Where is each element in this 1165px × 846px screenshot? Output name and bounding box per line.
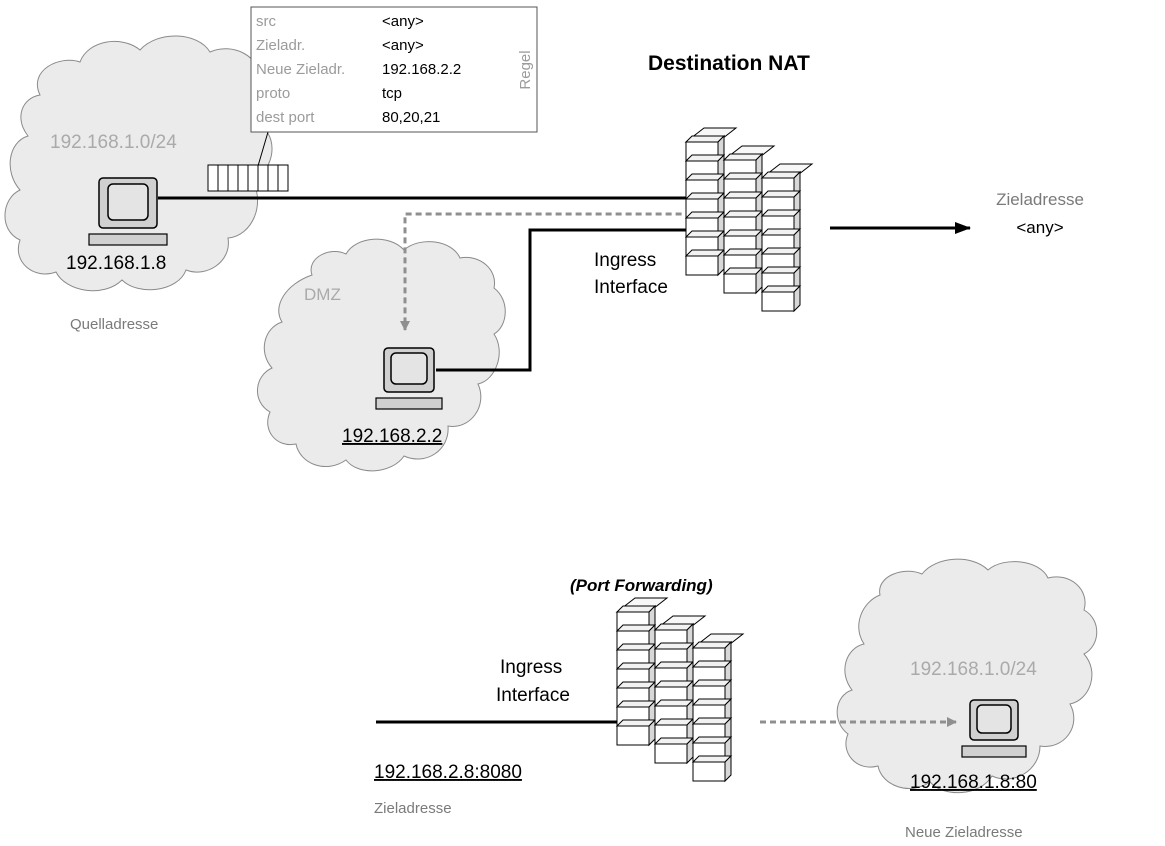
rule-value-4: tcp — [382, 85, 402, 102]
cloud-dmz — [257, 238, 506, 472]
cloud-target — [836, 558, 1098, 794]
firewall-icon — [615, 597, 745, 783]
rule-value-1: <any> — [382, 13, 424, 30]
rule-value-2: <any> — [382, 37, 424, 54]
rule-box: src <any> Zieladr. <any> Neue Zieladr. 1… — [250, 6, 538, 133]
rule-key-4: proto — [256, 85, 290, 102]
dest-value-top: <any> — [1016, 218, 1063, 237]
link-dmz-firewall — [436, 228, 752, 372]
computer-icon — [88, 177, 168, 246]
rule-vertical-label: Regel — [517, 50, 534, 89]
dest-addr-bottom: 192.168.2.8:8080 — [374, 762, 522, 783]
target-ip-label: 192.168.1.8:80 — [910, 772, 1037, 793]
computer-icon — [375, 347, 443, 410]
rule-key-5: dest port — [256, 109, 315, 126]
diagram-subtitle: (Port Forwarding) — [570, 576, 713, 595]
rule-key-3: Neue Zieladr. — [256, 61, 345, 78]
dmz-ip-label: 192.168.2.2 — [342, 426, 442, 447]
dmz-label: DMZ — [304, 285, 341, 304]
rule-value-3: 192.168.2.2 — [382, 61, 461, 78]
redirect-path — [400, 201, 730, 331]
rule-pointer — [257, 131, 269, 167]
source-caption: Quelladresse — [70, 316, 158, 333]
rule-key-2: Zieladr. — [256, 37, 305, 54]
cloud-icon — [4, 35, 275, 292]
source-network-label: 192.168.1.0/24 — [50, 132, 177, 153]
target-network-label: 192.168.1.0/24 — [910, 659, 1037, 680]
target-caption: Neue Zieladresse — [905, 824, 1023, 841]
cloud-icon — [257, 238, 506, 472]
computer-icon — [961, 699, 1027, 758]
ingress-label-top-1: Ingress — [594, 250, 656, 271]
ingress-label-bottom-2: Interface — [496, 685, 570, 706]
rule-key-1: src — [256, 13, 276, 30]
diagram-title: Destination NAT — [648, 52, 810, 75]
source-ip-label: 192.168.1.8 — [66, 253, 166, 274]
cloud-source — [4, 35, 275, 292]
ingress-label-top-2: Interface — [594, 277, 668, 298]
ingress-label-bottom-1: Ingress — [500, 657, 562, 678]
queue-icon — [207, 164, 289, 192]
cloud-icon — [836, 558, 1098, 794]
dest-caption-top: Zieladresse — [996, 190, 1084, 209]
rule-box-frame — [250, 6, 538, 133]
dest-caption-bottom: Zieladresse — [374, 800, 452, 817]
rule-value-5: 80,20,21 — [382, 109, 440, 126]
firewall-icon — [684, 127, 814, 313]
